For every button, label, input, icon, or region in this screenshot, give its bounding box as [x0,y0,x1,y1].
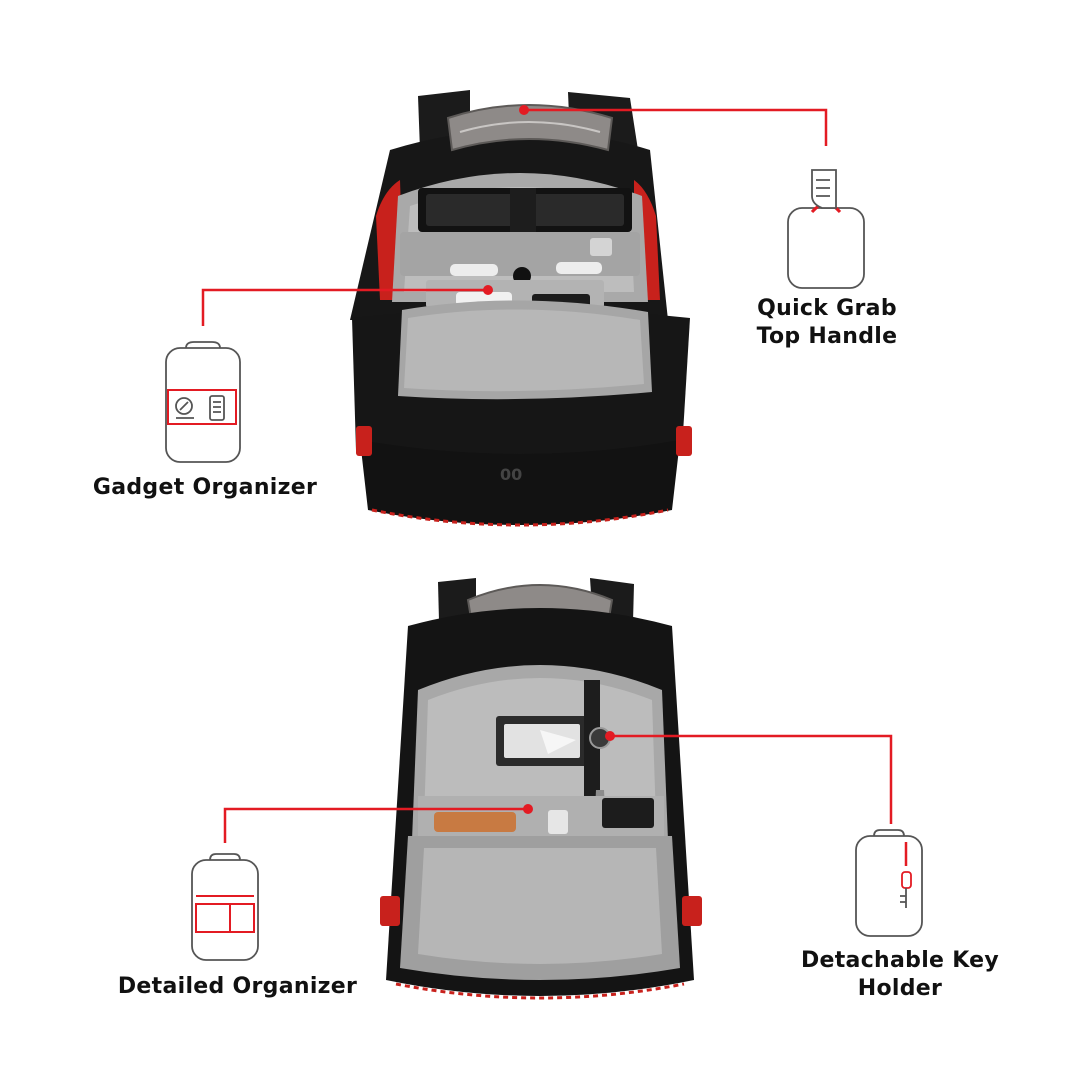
top-handle-graphic [446,104,614,152]
label-gadget-organizer: Gadget Organizer [92,475,318,500]
label-top-handle-line1: Quick Grab [757,296,897,321]
callout-detailed [223,804,533,843]
label-top-handle-line2: Top Handle [756,324,898,349]
hand-grab-handle-icon [787,169,865,289]
callout-top-handle [519,105,828,146]
label-top-handle: Quick Grab Top Handle [742,295,912,351]
key-holder-icon [855,829,923,937]
backpack-top-image: 00 [350,90,692,527]
label-detailed-organizer: Detailed Organizer [117,974,358,999]
label-key-holder-line2: Holder [857,976,943,1001]
label-key-holder-line1: Detachable Key [800,948,1000,973]
svg-text:00: 00 [500,465,522,484]
callout-gadget [201,285,493,326]
callout-key-holder [605,731,893,824]
gadget-organizer-icon [165,341,241,463]
label-key-holder: Detachable Key Holder [795,947,1005,1003]
detailed-organizer-icon [191,853,259,961]
backpack-bottom-image [380,578,702,1000]
